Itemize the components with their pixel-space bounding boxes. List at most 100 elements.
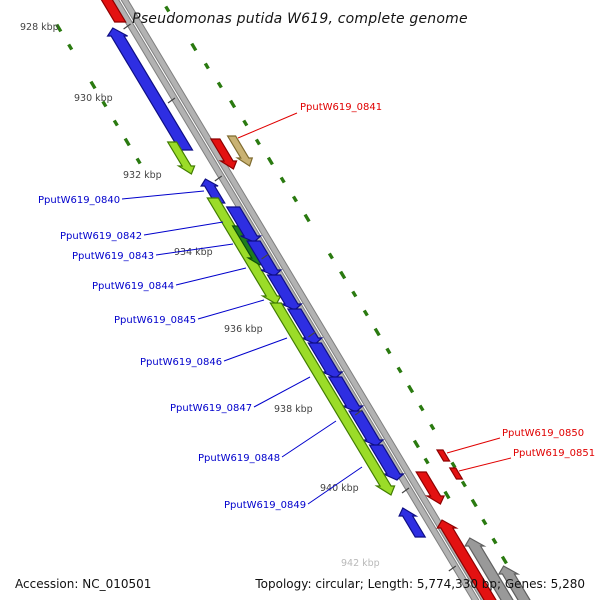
feature-dot (339, 270, 347, 280)
gene-label-line (223, 337, 288, 362)
ruler-tick (448, 565, 457, 572)
status-accession: Accession: NC_010501 (15, 577, 152, 591)
feature-dot (101, 100, 108, 108)
feature-dot (327, 252, 334, 260)
feature-dot (164, 5, 171, 13)
feature-dot (254, 138, 261, 146)
gene-label[interactable]: PputW619_0850 (502, 428, 584, 439)
ruler-tick (308, 331, 316, 338)
feature-dot (423, 457, 430, 465)
gene-label[interactable]: PputW619_0840 (38, 195, 120, 206)
gene-label[interactable]: PputW619_0843 (72, 251, 154, 262)
gene-feature-red-0851[interactable] (448, 467, 464, 480)
gene-label[interactable]: PputW619_0849 (224, 500, 306, 511)
ruler-tick-label: 930 kbp (74, 93, 113, 104)
gene-label-line (253, 376, 311, 408)
gene-label-line (446, 437, 501, 454)
gene-label[interactable]: PputW619_0847 (170, 403, 252, 414)
gene-label[interactable]: PputW619_0841 (300, 102, 382, 113)
gene-label[interactable]: PputW619_0842 (60, 231, 142, 242)
status-summary: Topology: circular; Length: 5,774,330 bp… (255, 577, 585, 591)
ruler-tick-label: 938 kbp (274, 404, 313, 415)
feature-dot (67, 43, 74, 51)
feature-dot (450, 461, 457, 469)
gene-label-line (307, 466, 363, 505)
feature-dot (407, 384, 415, 394)
gene-arrow-red-top[interactable] (93, 0, 127, 23)
feature-dot (303, 213, 311, 223)
feature-dot (351, 290, 358, 298)
genome-backbone-strand-right (120, 0, 489, 600)
ruler-tick (123, 23, 131, 30)
feature-dot (491, 537, 498, 545)
gene-label[interactable]: PputW619_0845 (114, 315, 196, 326)
gene-arrow-tan-mid[interactable] (226, 135, 254, 167)
genome-title: Pseudomonas putida W619, complete genome (132, 11, 468, 27)
feature-dot (89, 80, 97, 90)
gene-label[interactable]: PputW619_0851 (513, 448, 595, 459)
gene-arrow-0840[interactable] (200, 178, 226, 204)
gene-label[interactable]: PputW619_0846 (140, 357, 222, 368)
gene-arrow-red-mid[interactable] (209, 138, 238, 170)
gene-arrow-cluster-seg8[interactable] (368, 444, 405, 481)
gene-arrow-gray-bottom-2[interactable] (497, 565, 537, 600)
feature-dot (418, 404, 425, 412)
ruler-tick-label: 940 kbp (320, 483, 359, 494)
gene-arrow-blue-long-top[interactable] (106, 27, 194, 151)
gene-label-line (143, 221, 224, 236)
gene-arrow-cluster-seg5[interactable] (307, 342, 344, 379)
feature-dot (396, 366, 403, 374)
ruler-tick-label: 942 kbp (341, 558, 380, 569)
gene-arrow-green-long-1[interactable] (206, 197, 282, 305)
feature-dot (203, 62, 210, 70)
gene-label[interactable]: PputW619_0844 (92, 281, 174, 292)
gene-arrow-cluster-seg7[interactable] (348, 410, 385, 447)
feature-dot (373, 327, 381, 337)
gene-label-line (281, 420, 337, 458)
gene-arrow-cluster-seg2[interactable] (246, 240, 283, 277)
ruler-tick (214, 175, 223, 182)
gene-arrow-red-bottom-long[interactable] (436, 519, 503, 600)
gene-arrow-green-long-2[interactable] (269, 302, 396, 496)
gene-label-line (237, 112, 298, 139)
gene-label-line (197, 299, 265, 320)
feature-dot (55, 23, 63, 33)
feature-dot (266, 156, 274, 166)
gene-label-line (175, 267, 247, 286)
gene-arrow-cluster-seg4[interactable] (286, 308, 324, 345)
feature-dot (429, 423, 436, 431)
gene-arrow-cluster-seg3[interactable] (266, 274, 303, 311)
feature-dot (460, 480, 467, 488)
gene-arrow-cluster-seg6[interactable] (327, 376, 365, 413)
gene-arrow-cluster-seg1[interactable] (225, 206, 263, 243)
feature-dot (112, 119, 119, 127)
gene-label[interactable]: PputW619_0848 (198, 453, 280, 464)
feature-dot (242, 119, 249, 127)
feature-dot (385, 347, 392, 355)
ruler-tick-label: 934 kbp (174, 247, 213, 258)
ruler-tick-label: 936 kbp (224, 324, 263, 335)
feature-dot (190, 42, 198, 52)
gene-feature-red-0850[interactable] (435, 449, 451, 462)
gene-arrow-red-small-bottom[interactable] (415, 471, 446, 505)
feature-dot (500, 555, 508, 565)
gene-arrow-gray-bottom-1[interactable] (464, 537, 520, 600)
feature-dot (279, 176, 286, 184)
gene-label-line (458, 457, 512, 472)
ruler-tick (354, 409, 363, 416)
ruler-tick (167, 97, 176, 104)
ruler-tick (401, 487, 410, 494)
ruler-tick-label: 932 kbp (123, 170, 162, 181)
feature-dot (229, 99, 237, 109)
gene-arrow-green-small[interactable] (166, 141, 196, 175)
feature-dot (470, 498, 478, 508)
feature-dot (123, 137, 131, 147)
gene-arrow-blue-bottom[interactable] (398, 507, 427, 538)
feature-dot (292, 195, 298, 203)
ruler-tick (261, 253, 269, 260)
ruler-tick-label: 928 kbp (20, 22, 59, 33)
feature-dot (135, 157, 142, 165)
feature-dot (216, 81, 223, 89)
gene-label-line (121, 190, 205, 200)
